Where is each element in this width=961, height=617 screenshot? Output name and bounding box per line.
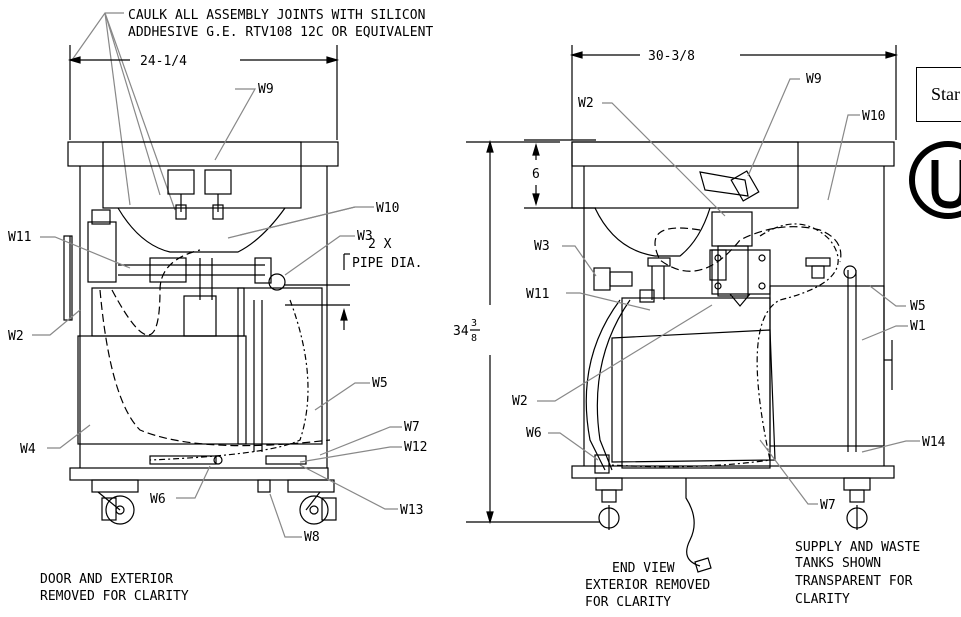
sink-depth-dim: 6 (532, 167, 540, 182)
front-caption-1: DOOR AND EXTERIOR (40, 572, 173, 587)
side-label-w1: W1 (910, 319, 926, 334)
height-dim-den: 8 (471, 333, 477, 344)
front-view: 24-1/4 (8, 45, 427, 604)
side-label-w11: W11 (526, 287, 549, 302)
caulk-note-line2: ADDHESIVE G.E. RTV108 12C OR EQUIVALENT (128, 25, 433, 40)
caster-side-left (595, 477, 623, 530)
height-dim-whole: 34 (453, 324, 469, 339)
ul-certification-logo (909, 141, 961, 219)
side-label-w3: W3 (534, 239, 550, 254)
pipe-note-2: PIPE DIA. (352, 256, 422, 271)
front-caption-2: REMOVED FOR CLARITY (40, 589, 189, 604)
caster-front-right (287, 479, 337, 525)
star-badge-text: Star (931, 84, 960, 104)
front-label-w8: W8 (304, 530, 320, 545)
star-badge: Star (916, 67, 961, 122)
end-caption-1: END VIEW (612, 561, 675, 576)
side-label-w2-top: W2 (578, 96, 594, 111)
front-width-dim: 24-1/4 (140, 54, 187, 69)
front-label-w6: W6 (150, 492, 166, 507)
side-label-w14: W14 (922, 435, 946, 450)
front-label-w4: W4 (20, 442, 36, 457)
front-label-w3: W3 (357, 229, 373, 244)
side-width-dim: 30-3/8 (648, 49, 695, 64)
front-label-w7: W7 (404, 420, 420, 435)
caster-front-left (91, 479, 139, 525)
caulk-leaders (71, 12, 176, 211)
front-label-w12: W12 (404, 440, 427, 455)
front-label-w11: W11 (8, 230, 31, 245)
front-label-w5: W5 (372, 376, 388, 391)
end-caption-3: FOR CLARITY (585, 595, 671, 610)
side-label-w5: W5 (910, 299, 926, 314)
caster-side-right (843, 477, 871, 530)
tank-caption-4: CLARITY (795, 592, 850, 607)
front-label-w13: W13 (400, 503, 423, 518)
side-label-w2-low: W2 (512, 394, 528, 409)
side-label-w7: W7 (820, 498, 836, 513)
side-label-w9: W9 (806, 72, 822, 87)
side-view: 30-3/8 34 3 8 6 (453, 45, 946, 610)
height-dim-num: 3 (471, 318, 477, 329)
front-label-w9: W9 (258, 82, 274, 97)
tank-caption-3: TRANSPARENT FOR (795, 574, 913, 589)
tank-caption-2: TANKS SHOWN (795, 556, 881, 571)
end-caption-2: EXTERIOR REMOVED (585, 578, 710, 593)
side-label-w10: W10 (862, 109, 885, 124)
front-label-w2: W2 (8, 329, 24, 344)
caulk-note-line1: CAULK ALL ASSEMBLY JOINTS WITH SILICON (128, 8, 425, 23)
pipe-note-1: 2 X (368, 237, 392, 252)
front-label-w10: W10 (376, 201, 399, 216)
tank-caption-1: SUPPLY AND WASTE (795, 540, 920, 555)
side-label-w6: W6 (526, 426, 542, 441)
